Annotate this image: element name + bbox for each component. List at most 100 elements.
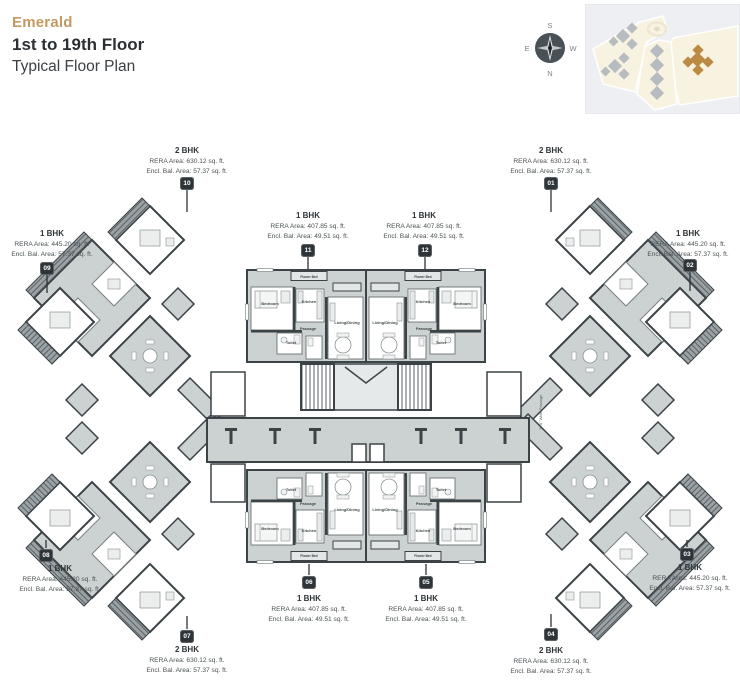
unit-rera-area: RERA Area: 630.12 sq. ft. — [513, 658, 589, 665]
room-label-living-dining: Living/Dining — [372, 507, 398, 512]
unit-number-badge: 07 — [180, 630, 194, 643]
unit-rera-area: RERA Area: 445.20 sq. ft. — [650, 241, 726, 248]
unit-encl-area: Encl. Bal. Area: 57.37 sq. ft. — [647, 250, 729, 258]
unit-encl-area: Encl. Bal. Area: 49.51 sq. ft. — [268, 615, 350, 623]
unit-rera-area: RERA Area: 407.85 sq. ft. — [271, 606, 347, 613]
unit-type: 1 BHK — [413, 594, 438, 603]
unit-type: 1 BHK — [411, 211, 436, 220]
unit-label-11: 1 BHK RERA Area: 407.85 sq. ft. Encl. Ba… — [233, 211, 383, 242]
unit-plan-05 — [365, 469, 488, 565]
room-label-toilet: Toilet — [286, 340, 297, 345]
room-label-flower-bed: Flower Bed — [300, 554, 317, 558]
room-label-bedroom: Bedroom — [453, 301, 471, 306]
compass-north-label: N — [547, 69, 552, 78]
unit-type: 1 BHK — [295, 211, 320, 220]
wide-passage-annotation: 5'-0" Wide Passage — [538, 394, 543, 430]
room-label-toilet: Toilet — [286, 487, 297, 492]
unit-label-08: 1 BHK RERA Area: 445.20 sq. ft. Encl. Ba… — [5, 564, 115, 595]
compass-south-label: S — [547, 21, 552, 30]
site-building-cluster-3 — [649, 43, 665, 101]
room-label-kitchen: Kitchen — [302, 299, 317, 304]
unit-label-05: 1 BHK RERA Area: 407.85 sq. ft. Encl. Ba… — [351, 594, 501, 625]
unit-number-badge: 09 — [40, 262, 54, 275]
unit-label-07: 2 BHK RERA Area: 630.12 sq. ft. Encl. Ba… — [112, 645, 262, 676]
unit-type: 2 BHK — [538, 146, 563, 155]
unit-plan-12 — [365, 267, 488, 363]
unit-rera-area: RERA Area: 445.20 sq. ft. — [652, 575, 728, 582]
stair-core — [300, 363, 432, 411]
room-label-kitchen: Kitchen — [302, 528, 317, 533]
unit-type: 1 BHK — [39, 229, 64, 238]
unit-number-badge: 06 — [302, 576, 316, 589]
room-label-living-dining: Living/Dining — [372, 320, 398, 325]
central-corridor — [206, 417, 530, 463]
unit-encl-area: Encl. Bal. Area: 57.37 sq. ft. — [510, 667, 592, 675]
room-label-flower-bed: Flower Bed — [300, 275, 317, 279]
unit-number-badge: 04 — [544, 628, 558, 641]
unit-encl-area: Encl. Bal. Area: 49.51 sq. ft. — [383, 232, 465, 240]
room-label-toilet: Toilet — [436, 340, 447, 345]
unit-type: 1 BHK — [677, 563, 702, 572]
unit-number-badge: 05 — [419, 576, 433, 589]
room-labels-unit-11: Flower Bed Bedroom Kitchen Living/Dining… — [261, 275, 360, 345]
unit-encl-area: Encl. Bal. Area: 57.37 sq. ft. — [11, 250, 93, 258]
unit-rera-area: RERA Area: 445.20 sq. ft. — [22, 576, 98, 583]
room-label-bedroom: Bedroom — [261, 301, 279, 306]
unit-plan-06 — [244, 469, 367, 565]
unit-number-badge: 03 — [680, 548, 694, 561]
unit-encl-area: Encl. Bal. Area: 57.37 sq. ft. — [510, 167, 592, 175]
unit-rera-area: RERA Area: 630.12 sq. ft. — [149, 657, 225, 664]
unit-label-06: 1 BHK RERA Area: 407.85 sq. ft. Encl. Ba… — [234, 594, 384, 625]
service-rooms — [210, 371, 522, 503]
room-label-living-dining: Living/Dining — [334, 320, 360, 325]
unit-label-04: 2 BHK RERA Area: 630.12 sq. ft. Encl. Ba… — [476, 646, 626, 677]
unit-rera-area: RERA Area: 630.12 sq. ft. — [513, 158, 589, 165]
unit-type: 1 BHK — [675, 229, 700, 238]
site-roundabout-center — [654, 26, 660, 32]
unit-number-badge: 02 — [683, 259, 697, 272]
wing-bottom-right — [515, 413, 723, 641]
room-label-toilet: Toilet — [436, 487, 447, 492]
unit-plan-11 — [244, 267, 367, 363]
unit-label-03: 1 BHK RERA Area: 445.20 sq. ft. Encl. Ba… — [635, 563, 740, 594]
lift-shaft — [369, 443, 385, 463]
room-label-bedroom: Bedroom — [261, 526, 279, 531]
room-labels-unit-12: Flower Bed Bedroom Kitchen Living/Dining… — [372, 275, 471, 345]
page-header: Emerald 1st to 19th Floor Typical Floor … — [12, 14, 144, 76]
lift-shaft — [351, 443, 367, 463]
unit-rera-area: RERA Area: 445.20 sq. ft. — [14, 241, 90, 248]
compass-icon: S N E W — [524, 21, 577, 78]
unit-encl-area: Encl. Bal. Area: 57.37 sq. ft. — [146, 167, 228, 175]
room-label-passage: Passage — [416, 326, 433, 331]
compass-east-label: E — [524, 44, 529, 53]
unit-type: 1 BHK — [296, 594, 321, 603]
compass-center-dot — [548, 46, 552, 50]
unit-rera-area: RERA Area: 407.85 sq. ft. — [386, 223, 462, 230]
unit-rera-area: RERA Area: 407.85 sq. ft. — [270, 223, 346, 230]
unit-encl-area: Encl. Bal. Area: 57.37 sq. ft. — [649, 584, 731, 592]
room-label-kitchen: Kitchen — [416, 528, 431, 533]
unit-encl-area: Encl. Bal. Area: 57.37 sq. ft. — [146, 666, 228, 674]
unit-type: 2 BHK — [174, 645, 199, 654]
project-name: Emerald — [12, 14, 73, 31]
site-key-plan — [585, 4, 740, 114]
unit-type: 1 BHK — [47, 564, 72, 573]
room-labels-unit-05: Flower Bed Bedroom Kitchen Living/Dining… — [372, 487, 471, 558]
unit-number-badge: 11 — [301, 244, 315, 257]
site-roundabout — [646, 21, 668, 37]
unit-label-01: 2 BHK RERA Area: 630.12 sq. ft. Encl. Ba… — [476, 146, 626, 177]
staircase-right — [397, 363, 432, 411]
plan-type: Typical Floor Plan — [12, 58, 136, 75]
badge-leader-lines — [45, 190, 691, 629]
room-label-flower-bed: Flower Bed — [414, 554, 431, 558]
compass-west-label: W — [569, 44, 577, 53]
room-label-passage: Passage — [300, 326, 317, 331]
room-label-bedroom: Bedroom — [453, 526, 471, 531]
unit-number-badge: 01 — [544, 177, 558, 190]
unit-label-09: 1 BHK RERA Area: 445.20 sq. ft. Encl. Ba… — [0, 229, 107, 260]
unit-number-badge: 08 — [39, 549, 53, 562]
staircase-left — [300, 363, 335, 411]
unit-label-12: 1 BHK RERA Area: 407.85 sq. ft. Encl. Ba… — [349, 211, 499, 242]
unit-type: 2 BHK — [538, 646, 563, 655]
